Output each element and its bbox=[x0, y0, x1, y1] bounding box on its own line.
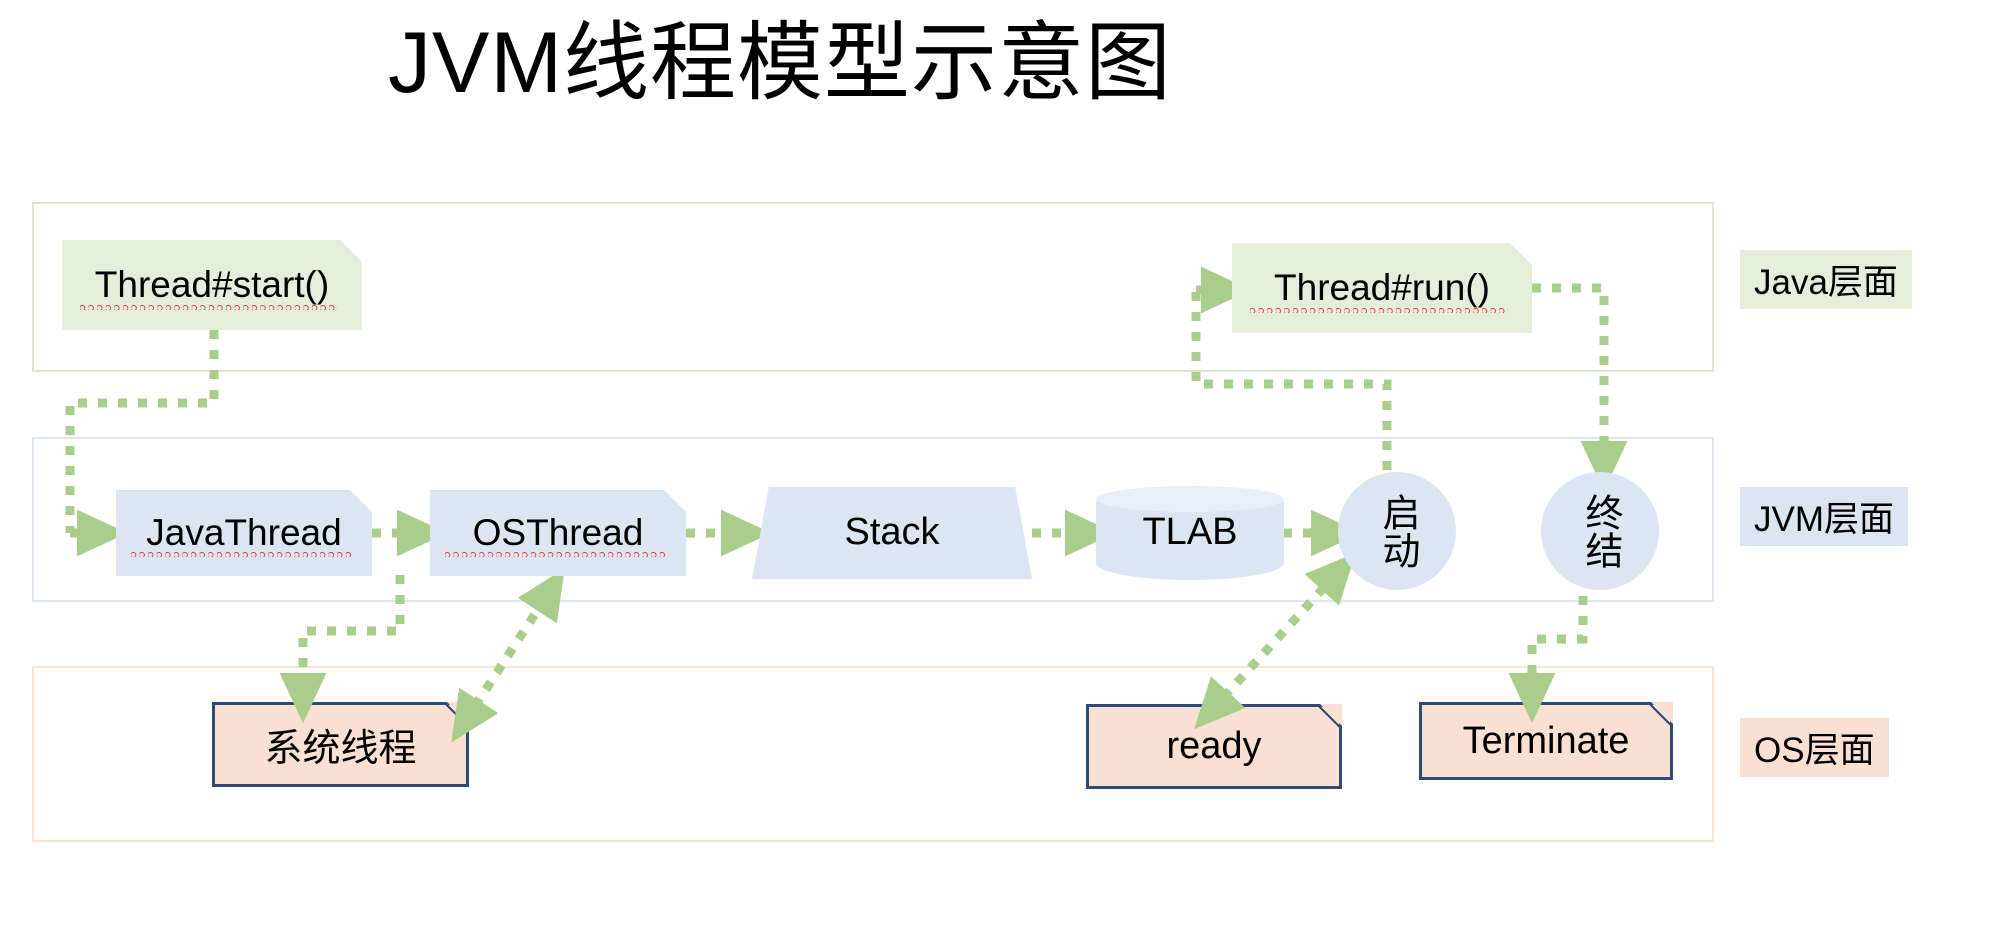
node-qidong-label: 启动 bbox=[1376, 493, 1418, 569]
legend-jvm-label: JVM层面 bbox=[1754, 500, 1895, 539]
node-terminate-label: Terminate bbox=[1462, 719, 1630, 762]
node-stack-label: Stack bbox=[844, 511, 940, 554]
layer-container-jvm bbox=[32, 437, 1714, 602]
node-osthread-label: OSThread bbox=[472, 511, 644, 553]
legend-item-java: Java层面 bbox=[1740, 250, 1912, 309]
node-system-thread[interactable]: 系统线程 bbox=[212, 702, 469, 787]
node-stack[interactable]: Stack bbox=[752, 487, 1032, 579]
fold-corner-icon bbox=[1649, 702, 1673, 726]
connector-zhongjie-to-terminate bbox=[1508, 596, 1588, 724]
cylinder-cap bbox=[1096, 486, 1284, 512]
node-ready-label: ready bbox=[1166, 725, 1262, 767]
node-zhongjie-label: 终结 bbox=[1579, 493, 1621, 569]
node-thread-start-label: Thread#start() bbox=[94, 263, 330, 305]
legend-item-jvm: JVM层面 bbox=[1740, 487, 1909, 546]
note-shape bbox=[1419, 702, 1673, 780]
legend-os-label: OS层面 bbox=[1754, 731, 1875, 770]
node-qidong[interactable]: 启动 bbox=[1338, 472, 1456, 590]
node-osthread[interactable]: OSThread bbox=[430, 490, 686, 576]
node-javathread[interactable]: JavaThread bbox=[116, 490, 372, 576]
node-tlab[interactable]: TLAB bbox=[1096, 486, 1284, 580]
node-thread-run[interactable]: Thread#run() bbox=[1232, 243, 1532, 333]
node-terminate[interactable]: Terminate bbox=[1419, 702, 1673, 780]
node-tlab-label: TLAB bbox=[1142, 511, 1238, 554]
connector-osthread-systhread-bidirectional bbox=[451, 568, 565, 743]
note-shape bbox=[212, 702, 469, 787]
legend-java-label: Java层面 bbox=[1754, 263, 1898, 302]
node-javathread-label: JavaThread bbox=[146, 511, 342, 553]
node-thread-start[interactable]: Thread#start() bbox=[62, 240, 362, 330]
node-system-thread-label: 系统线程 bbox=[264, 728, 417, 770]
connector-javathread-to-systhread bbox=[279, 575, 405, 724]
legend-item-os: OS层面 bbox=[1740, 718, 1889, 777]
connector-start-to-javathread bbox=[65, 330, 219, 533]
node-zhongjie[interactable]: 终结 bbox=[1541, 472, 1659, 590]
layer-container-os bbox=[32, 666, 1714, 842]
connector-qidong-to-run-path bbox=[1191, 290, 1392, 470]
connector-run-to-zhongjie bbox=[1532, 283, 1628, 492]
connector-qidong-ready-bidirectional bbox=[1194, 552, 1356, 730]
layer-container-java bbox=[32, 202, 1714, 372]
node-thread-run-label: Thread#run() bbox=[1274, 266, 1490, 308]
page-title: JVM线程模型示意图 bbox=[388, 15, 1172, 111]
